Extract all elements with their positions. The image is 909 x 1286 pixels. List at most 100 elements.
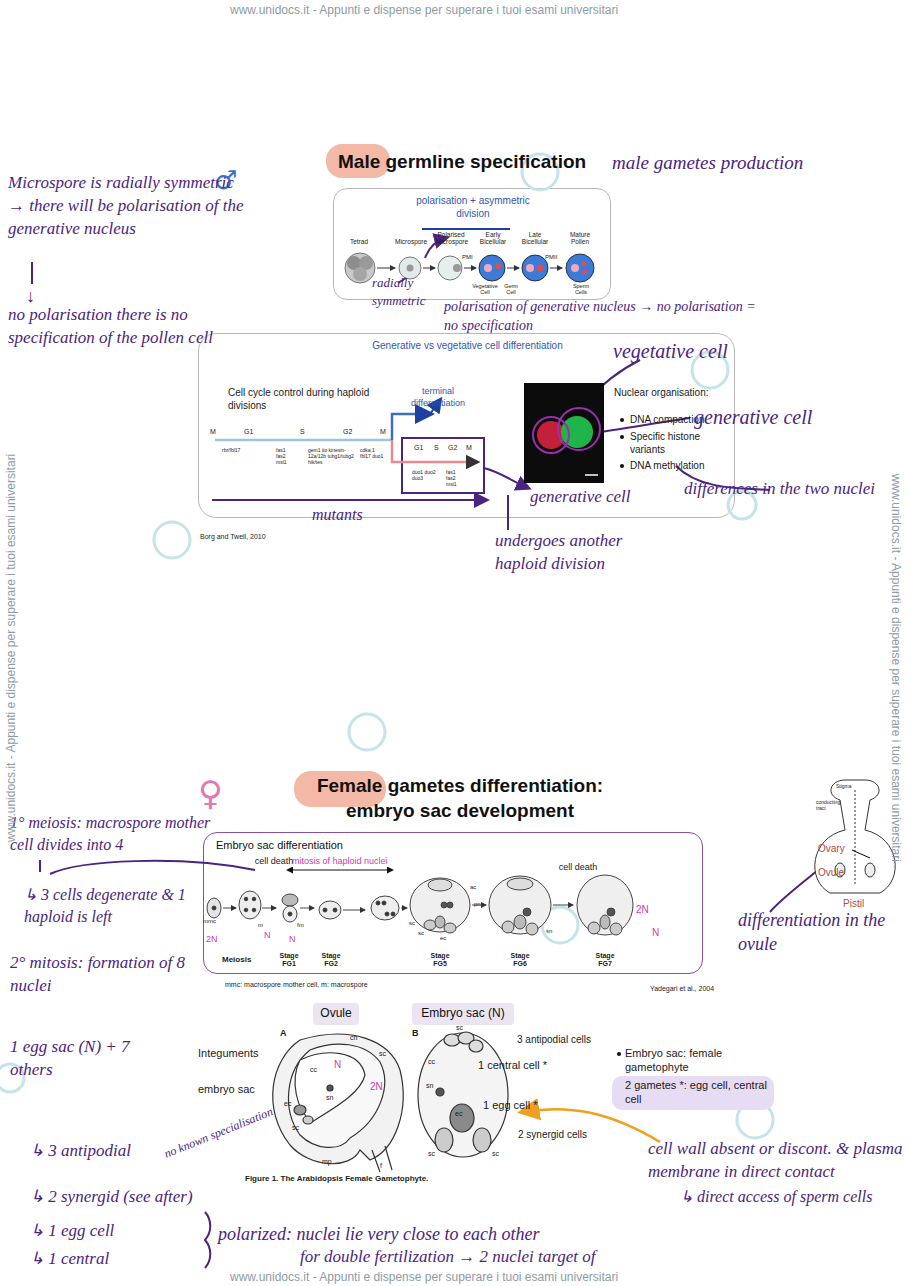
printed-label: Germ Cell: [500, 283, 522, 296]
handwritten-note: generative cell: [694, 404, 874, 431]
gamete-highlight-part: [612, 1076, 774, 1110]
printed-label: Sperm Cells: [568, 283, 594, 296]
handwritten-note: male gametes production: [612, 150, 872, 176]
handwritten-stroke: [32, 238, 818, 1268]
embryo-sac-stages-part: [382, 901, 386, 905]
printed-label: cdka;1 fbl17 duo1: [360, 448, 384, 460]
heading-highlight: [294, 144, 390, 807]
pistil-drawing-part: [815, 780, 895, 893]
printed-label: A: [280, 1028, 292, 1040]
handwritten-stroke-part: [507, 495, 509, 530]
ploidy-label: N: [264, 930, 276, 942]
handwritten-note: mutants: [312, 504, 392, 526]
embryo-sac-drawing-part: [469, 1040, 483, 1052]
embryo-sac-stages-part: [343, 910, 365, 911]
printed-label: Vegetative Cell: [472, 283, 498, 296]
embryo-sac-stages-part: [526, 923, 538, 935]
printed-label: ec: [455, 1110, 467, 1118]
printed-label: sc: [492, 1150, 504, 1158]
bullet-dot-part: [620, 435, 624, 439]
pistil-drawing: [815, 780, 895, 893]
handwritten-stroke-part: [50, 861, 255, 874]
micrograph-part: [524, 383, 604, 483]
handwritten-note: ↳ direct access of sperm cells: [680, 1186, 900, 1208]
pollen-stages-part: [347, 256, 361, 270]
embryo-sac-stages-part: [610, 923, 622, 935]
ovule-drawing-part: [303, 1116, 313, 1124]
handwritten-note: for double fertilization → 2 nuclei targ…: [300, 1246, 860, 1269]
embryo-sac-stages-part: [553, 905, 573, 906]
embryo-sac-stages-part: [523, 908, 531, 916]
printed-label: rbr/fbl17: [222, 448, 258, 454]
pollen-stages-part: [359, 256, 373, 270]
printed-label: sc: [292, 1124, 304, 1132]
printed-label: ec: [440, 935, 452, 942]
embryo-sac-stages-part: [447, 902, 453, 908]
printed-label: duo1 duo2 duo3: [412, 470, 436, 482]
embryo-sac-stages-part: [577, 875, 633, 935]
watermark-logo-part: [737, 1102, 773, 1138]
bullet-dot-part: [620, 418, 624, 422]
printed-label: mmc: macrospore mother cell, m: macrospo…: [225, 981, 485, 989]
handwritten-note: ↳ 2 synergid (see after): [30, 1186, 230, 1209]
printed-label: Embryo sac: female gametophyte: [625, 1046, 775, 1075]
ploidy-label: N: [289, 934, 301, 946]
embryo-sac-stages-part: [212, 906, 216, 910]
pollen-stages-part: [537, 265, 544, 272]
ploidy-label: N: [334, 1058, 346, 1071]
box-text: Generative vs vegetative cell differenti…: [268, 340, 668, 353]
handwritten-note: ↳ 1 egg cell: [30, 1220, 140, 1243]
embryo-sac-stages-part: [424, 920, 436, 930]
printed-label: Mature Pollen: [565, 231, 595, 246]
pollen-stages-part: [495, 263, 501, 269]
embryo-sac-stages-part: [223, 908, 236, 909]
embryo-sac-stages-part: [376, 901, 380, 905]
printed-label: M: [380, 428, 392, 436]
printed-label: M: [466, 444, 478, 452]
embryo-sac-stages-part: [435, 916, 445, 928]
embryo-sac-stages-part: [300, 908, 314, 909]
embryo-sac-drawing-part: [450, 1104, 474, 1132]
embryo-sac-stages-part: [371, 896, 399, 920]
printed-label: sc: [428, 1150, 440, 1158]
printed-label: fas1 fas2 msi1: [446, 470, 466, 487]
printed-label: sn: [546, 928, 558, 935]
pollen-stages-part: [583, 270, 588, 275]
organ-label: Pistil: [843, 897, 883, 910]
watermark: www.unidocs.it - Appunti e dispense per …: [4, 323, 20, 973]
embryo-sac-stages: [207, 870, 633, 935]
pollen-stages-part: [464, 268, 476, 269]
printed-label: 2 synergid cells: [518, 1128, 618, 1141]
handwritten-stroke-part: [402, 438, 484, 493]
printed-label: S: [300, 428, 312, 436]
printed-label: cell death: [556, 862, 600, 874]
handwritten-note: cell wall absent or discont. & plasma me…: [648, 1138, 903, 1184]
printed-label: sc: [456, 1024, 468, 1032]
handwritten-stroke-part: [205, 1212, 210, 1268]
embryo-sac-stages-part: [244, 897, 248, 901]
outlined-box: Embryo sac differentiation: [203, 832, 703, 974]
printed-label: Stage FG1: [274, 952, 304, 968]
printed-label: embryo sac: [198, 1082, 278, 1096]
handwritten-note: 1° meiosis: macrospore mother cell divid…: [10, 812, 215, 855]
embryo-sac-stages-part: [391, 912, 395, 916]
organ-label: Ovary: [818, 842, 858, 855]
printed-label: ec: [284, 1100, 296, 1108]
printed-label: Late Bicellular: [520, 231, 550, 246]
handwritten-stroke-part: [31, 262, 33, 284]
printed-label: 1 central cell *: [478, 1058, 588, 1072]
pollen-stages-part: [582, 262, 587, 267]
ploidy-label: 2N: [370, 1080, 392, 1093]
handwritten-stroke-part: [212, 499, 486, 501]
ovule-drawing-part: [273, 1034, 403, 1164]
pollen-stages-part: [422, 228, 510, 230]
embryo-sac-drawing-part: [444, 1034, 460, 1046]
printed-label: mmc: [203, 918, 225, 925]
embryo-sac-stages-part: [514, 915, 526, 929]
embryo-sac-stages-part: [283, 906, 297, 922]
pollen-stages-part: [423, 268, 435, 269]
embryo-sac-drawing-part: [436, 1088, 444, 1096]
